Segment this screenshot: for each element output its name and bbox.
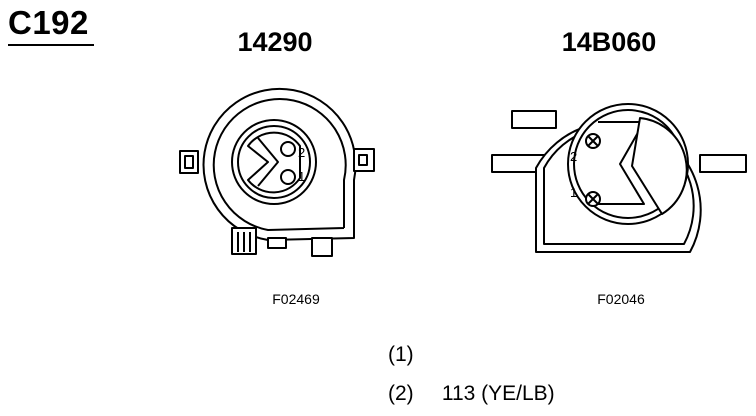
pinout-pin-number: (2) <box>388 382 414 405</box>
pinout-row: (1) <box>388 343 436 367</box>
pin-label-1-right: 1 <box>570 185 577 200</box>
pin-2-left <box>280 141 296 157</box>
connector-view-left <box>179 87 375 257</box>
side-blade-right-top <box>511 110 557 129</box>
connector-view-right <box>491 103 747 253</box>
pinout-circuit: 113 (YE/LB) <box>441 382 555 405</box>
figure-code-left: F02469 <box>272 291 320 307</box>
pin-label-2-left: 2 <box>298 145 305 160</box>
housing-inner-left <box>212 98 347 231</box>
side-tab-left-b <box>353 148 375 172</box>
pin-label-2-right: 2 <box>570 149 577 164</box>
part-number-left: 14290 <box>237 27 313 57</box>
side-blade-right-right <box>699 154 747 173</box>
connector-id-underline <box>8 44 94 46</box>
side-tab-left-a <box>179 150 199 174</box>
face-ring-inner-left <box>237 125 311 199</box>
connector-id: C192 <box>8 4 89 41</box>
pin-label-1-left: 1 <box>298 169 305 184</box>
part-number-right: 14B060 <box>561 27 657 57</box>
figure-code-right: F02046 <box>597 291 645 307</box>
pin-insert-right <box>598 121 645 205</box>
pin-1-left <box>280 169 296 185</box>
pinout-pin-number: (1) <box>388 343 414 366</box>
side-tab-left-b-inner <box>358 154 368 166</box>
bottom-latch-left-c <box>311 237 333 257</box>
pinout-row: (2) 113 (YE/LB) <box>388 382 555 406</box>
bottom-latch-left-b <box>267 237 287 249</box>
side-tab-left-a-inner <box>184 155 194 169</box>
